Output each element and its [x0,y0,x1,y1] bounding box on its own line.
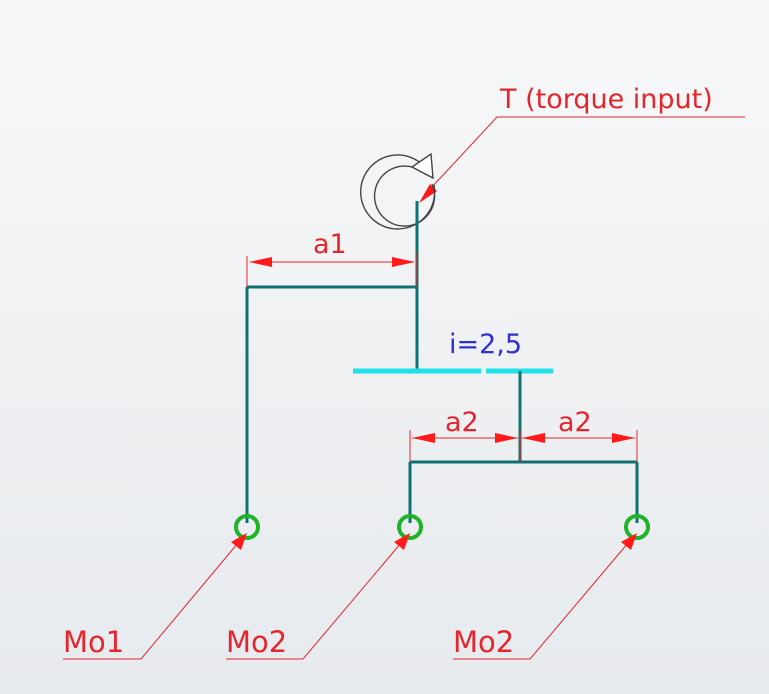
a2-dimension-right [522,430,638,462]
a1-dimension [246,252,418,287]
mo2-right-leader-line [453,542,629,660]
mo1-leader-arrow [231,533,247,550]
mo1-leader-line [63,542,239,660]
mo2-middle-leader-arrow [394,533,410,550]
joint-circle-icon [624,514,650,540]
ratio-label: i=2,5 [449,329,522,360]
mo2-right-leader-arrow [621,533,637,550]
mo2-middle-leader-line [226,542,402,660]
mo2-right-label: Mo2 [453,625,514,659]
torque-label: T (torque input) [499,84,713,115]
joint-circle-icon [397,514,423,540]
rotation-arrow-icon [360,152,436,230]
torque-leader-line [430,116,745,189]
mo1-label: Mo1 [63,625,124,659]
mo2-middle-label: Mo2 [226,625,287,659]
a2-dimension-left [409,430,521,462]
a2-right-label: a2 [558,407,592,438]
joint-circle-icon [234,514,260,540]
a1-label: a1 [313,229,347,260]
torque-leader-arrow [419,184,437,203]
a2-left-label: a2 [445,407,479,438]
